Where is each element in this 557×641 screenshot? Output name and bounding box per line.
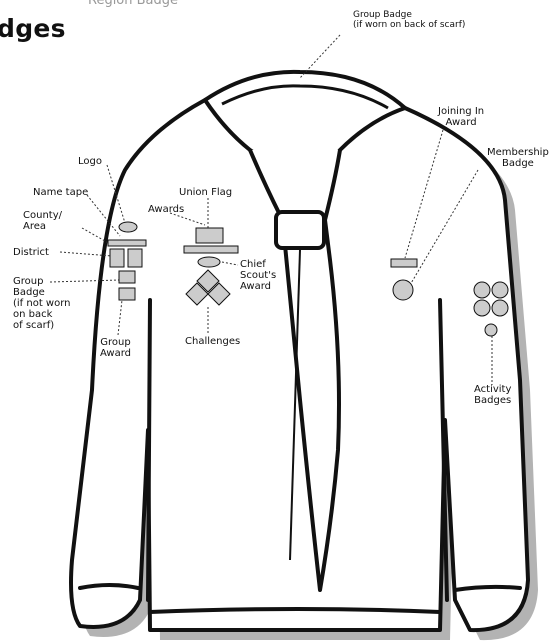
label-challenges: Challenges (185, 336, 240, 347)
name-tape-badge (108, 240, 146, 246)
label-group-badge-back: Group Badge (if worn on back of scarf) (353, 10, 465, 30)
label-logo: Logo (78, 156, 102, 167)
logo-badge (119, 222, 137, 232)
county-badge (110, 249, 124, 267)
label-membership-badge: Membership Badge (487, 147, 549, 169)
district-badge (128, 249, 142, 267)
activity-badge-1 (474, 282, 490, 298)
activity-badge-5 (485, 324, 497, 336)
activity-badge-2 (492, 282, 508, 298)
label-group-badge-front: Group Badge (if not worn on back of scar… (13, 276, 71, 331)
group-award-badge (119, 288, 135, 300)
label-awards: Awards (148, 204, 184, 215)
awards-strip (184, 246, 238, 253)
label-county-area: County/ Area (23, 210, 62, 232)
union-flag-badge (196, 228, 223, 243)
label-union-flag: Union Flag (179, 187, 232, 198)
label-group-award: Group Award (100, 337, 131, 359)
label-name-tape: Name tape (33, 187, 88, 198)
label-district: District (13, 247, 49, 258)
activity-badge-3 (474, 300, 490, 316)
label-chief-scouts-award: Chief Scout's Award (240, 259, 276, 292)
group-badge-front (119, 271, 135, 283)
membership-badge (393, 280, 413, 300)
activity-badge-4 (492, 300, 508, 316)
label-joining-in-award: Joining In Award (438, 106, 484, 128)
chief-scout-badge (198, 257, 220, 267)
label-activity-badges: Activity Badges (474, 384, 511, 406)
joining-in-badge (391, 259, 417, 267)
